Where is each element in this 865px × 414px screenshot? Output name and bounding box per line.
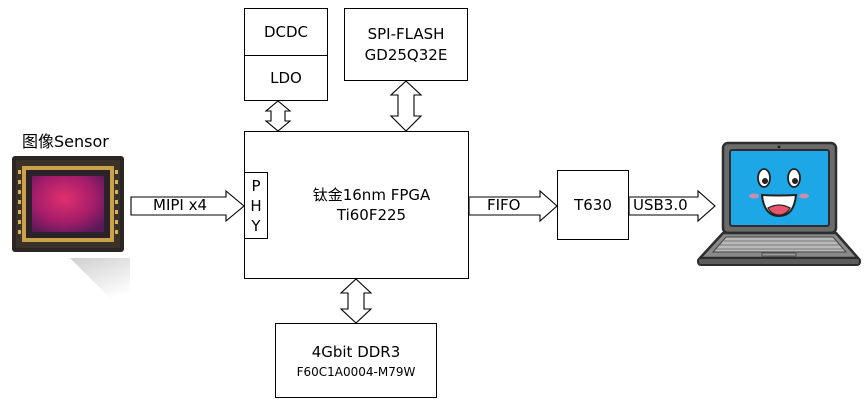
usb-label: USB3.0 (633, 196, 688, 214)
phy-block: P H Y (244, 172, 268, 239)
spi-flash-block: SPI-FLASH GD25Q32E (344, 8, 468, 81)
flash-line2: GD25Q32E (364, 45, 448, 64)
ldo-label: LDO (270, 69, 302, 87)
fifo-arrow (468, 189, 558, 223)
dcdc-label: DCDC (263, 23, 309, 41)
power-divider (245, 55, 327, 56)
phy-letter-y: Y (251, 216, 261, 235)
smiley-face-icon (749, 168, 809, 218)
ddr-line2: F60C1A0004-M79W (296, 364, 416, 379)
fpga-line1: 钛金16nm FPGA (312, 186, 431, 204)
flash-line1: SPI-FLASH (367, 24, 445, 43)
ddr-line1: 4Gbit DDR3 (311, 342, 401, 361)
t630-label: T630 (574, 196, 612, 214)
phy-letter-p: P (251, 176, 261, 195)
usb-arrow (628, 189, 716, 223)
mipi-arrow (130, 189, 245, 223)
phy-letter-h: H (250, 196, 262, 215)
power-block: DCDC LDO (244, 8, 328, 101)
fpga-line2: Ti60F225 (336, 206, 407, 224)
laptop-picture (696, 140, 862, 270)
t630-block: T630 (557, 170, 629, 240)
ddr3-block: 4Gbit DDR3 F60C1A0004-M79W (275, 323, 437, 398)
fpga-block: 钛金16nm FPGA Ti60F225 (244, 131, 469, 279)
power-fpga-arrow (264, 100, 292, 132)
fifo-label: FIFO (487, 196, 521, 214)
sensor-label: 图像Sensor (22, 132, 109, 151)
flash-fpga-arrow (389, 80, 423, 132)
mipi-label: MIPI x4 (153, 196, 208, 214)
fpga-text: 钛金16nm FPGA Ti60F225 (275, 132, 468, 278)
fpga-ddr-arrow (339, 278, 373, 324)
image-sensor-picture (8, 154, 128, 257)
